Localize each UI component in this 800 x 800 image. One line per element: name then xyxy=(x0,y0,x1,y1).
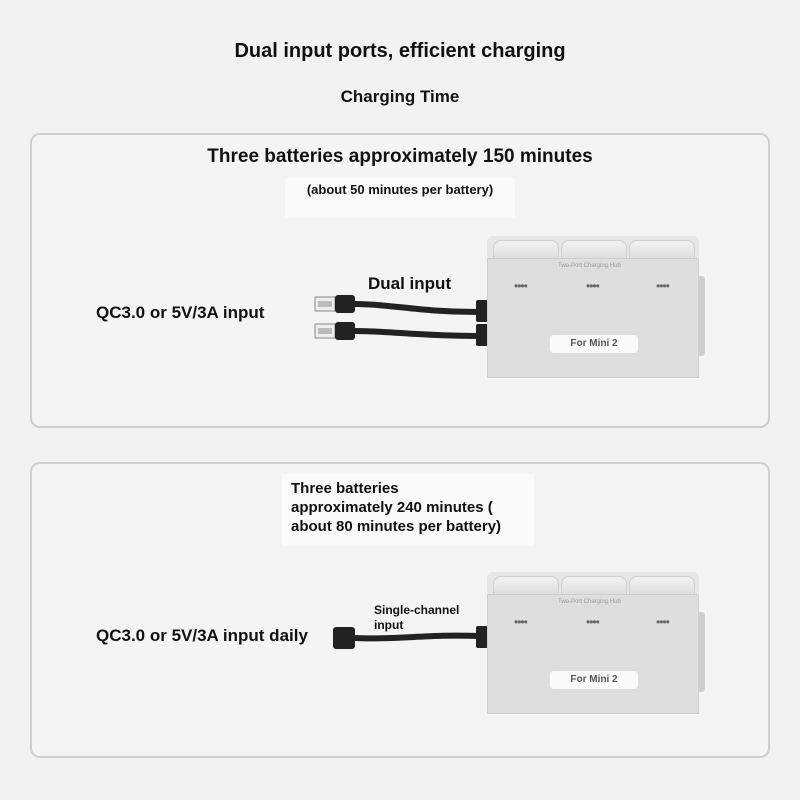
dual-headline: Three batteries approximately 150 minute… xyxy=(207,146,593,167)
single-headline-line1: Three batteries xyxy=(291,480,399,497)
hub-model-badge: For Mini 2 xyxy=(550,335,638,353)
note-background xyxy=(285,178,515,218)
single-source-label: QC3.0 or 5V/3A input daily xyxy=(96,626,308,645)
dual-cable-label: Dual input xyxy=(368,274,452,293)
usb-plug-icon xyxy=(333,627,355,649)
hub-print-text: Two-Port Charging Hub xyxy=(558,599,621,605)
charging-hub: Two-Port Charging Hub •••• •••• •••• For… xyxy=(487,572,705,714)
single-headline-line2: approximately 240 minutes ( xyxy=(291,499,493,516)
usb-plug-icon xyxy=(314,295,355,313)
single-headline: Three batteries approximately 240 minute… xyxy=(291,479,501,536)
hub-model-badge: For Mini 2 xyxy=(550,671,638,689)
led-indicator-icon: •••• xyxy=(514,615,528,629)
single-headline-line3: about 80 minutes per battery) xyxy=(291,518,502,535)
led-indicator-icon: •••• xyxy=(514,279,528,293)
section-subtitle: Charging Time xyxy=(340,87,460,106)
single-cable-label-line1: Single-channel xyxy=(374,603,460,617)
usb-plug-icon xyxy=(314,322,355,340)
page-title: Dual input ports, efficient charging xyxy=(234,40,566,62)
hub-print-text: Two-Port Charging Hub xyxy=(558,263,621,269)
single-cable-label-line2: input xyxy=(374,618,404,632)
led-indicator-icon: •••• xyxy=(656,279,670,293)
dual-subnote: (about 50 minutes per battery) xyxy=(306,182,494,197)
note-background xyxy=(282,474,534,546)
led-indicator-icon: •••• xyxy=(656,615,670,629)
charging-hub: Two-Port Charging Hub •••• •••• •••• For… xyxy=(487,236,705,378)
led-indicator-icon: •••• xyxy=(586,279,600,293)
dual-source-label: QC3.0 or 5V/3A input xyxy=(96,303,265,322)
led-indicator-icon: •••• xyxy=(586,615,600,629)
single-cable-label: Single-channel input xyxy=(374,603,459,633)
